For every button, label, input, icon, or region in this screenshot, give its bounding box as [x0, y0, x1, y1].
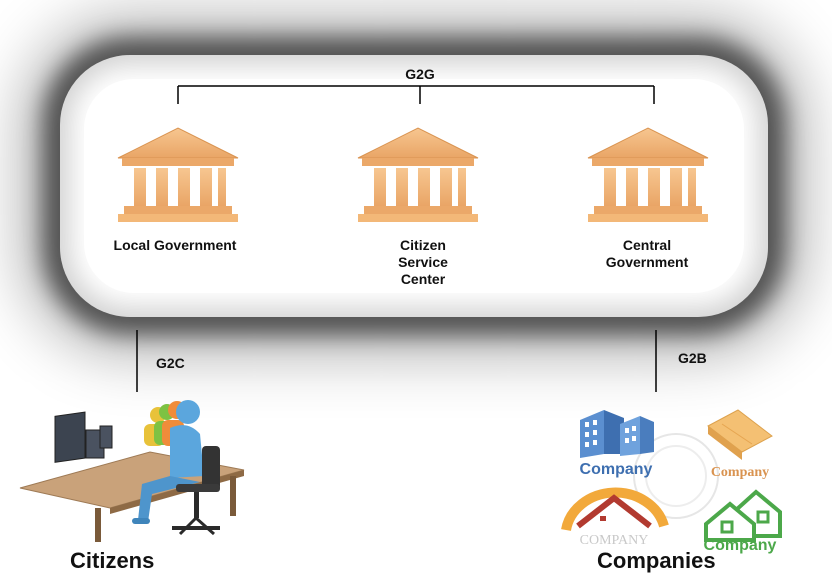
company-logo-text: Company	[711, 465, 769, 480]
company-logo-text: Company	[580, 461, 653, 478]
company-logos	[561, 409, 782, 542]
g2g-bracket	[177, 85, 655, 104]
local-government-label: Local Government	[113, 237, 237, 253]
office-building-icon	[580, 410, 654, 458]
company-logo-text: Company	[704, 537, 777, 554]
central-government-label: Central Government	[605, 237, 689, 270]
g2c-label: G2C	[156, 355, 185, 371]
roof-arc-icon	[561, 487, 669, 532]
companies-label: Companies	[597, 548, 716, 573]
g2g-label: G2G	[405, 66, 435, 82]
citizens-computers-icon	[19, 400, 245, 542]
green-houses-icon	[704, 489, 782, 542]
government-building-icon	[357, 127, 479, 223]
government-building-icon	[117, 127, 239, 223]
house-outline-icon	[707, 409, 773, 460]
g2b-label: G2B	[678, 350, 707, 366]
government-building-icon	[587, 127, 709, 223]
company-logo-text: COMPANY	[580, 533, 649, 548]
citizens-label: Citizens	[70, 548, 155, 573]
citizen-service-center-label: Citizen Service Center	[398, 237, 448, 287]
